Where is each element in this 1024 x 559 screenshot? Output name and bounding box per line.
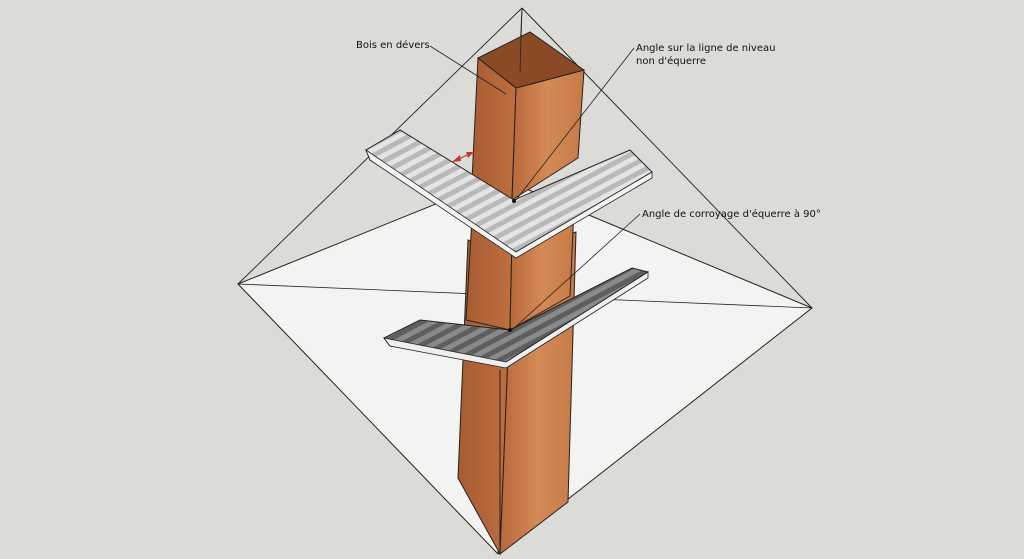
label-angle-niveau-line2: non d'équerre (636, 56, 707, 67)
label-angle-niveau-line1: Angle sur la ligne de niveau (636, 43, 776, 54)
label-angle-corroyage: Angle de corroyage d'équerre à 90° (642, 209, 821, 220)
label-angle-niveau: Angle sur la ligne de niveau non d'équer… (636, 42, 775, 68)
label-bois-en-devers: Bois en dévers (356, 40, 430, 51)
pyramid-edge (521, 7, 813, 309)
post-top (477, 31, 586, 89)
angle-point-niveau (512, 199, 516, 203)
square-upper-edge (365, 148, 653, 259)
tilt-arrow (451, 151, 475, 163)
leader-niveau (515, 47, 635, 201)
plumb-line (519, 7, 523, 73)
leader-bois (429, 45, 507, 95)
leader-corroyage (511, 213, 641, 331)
square-lower-edge (383, 271, 649, 369)
angle-point-corroyage (508, 328, 512, 332)
